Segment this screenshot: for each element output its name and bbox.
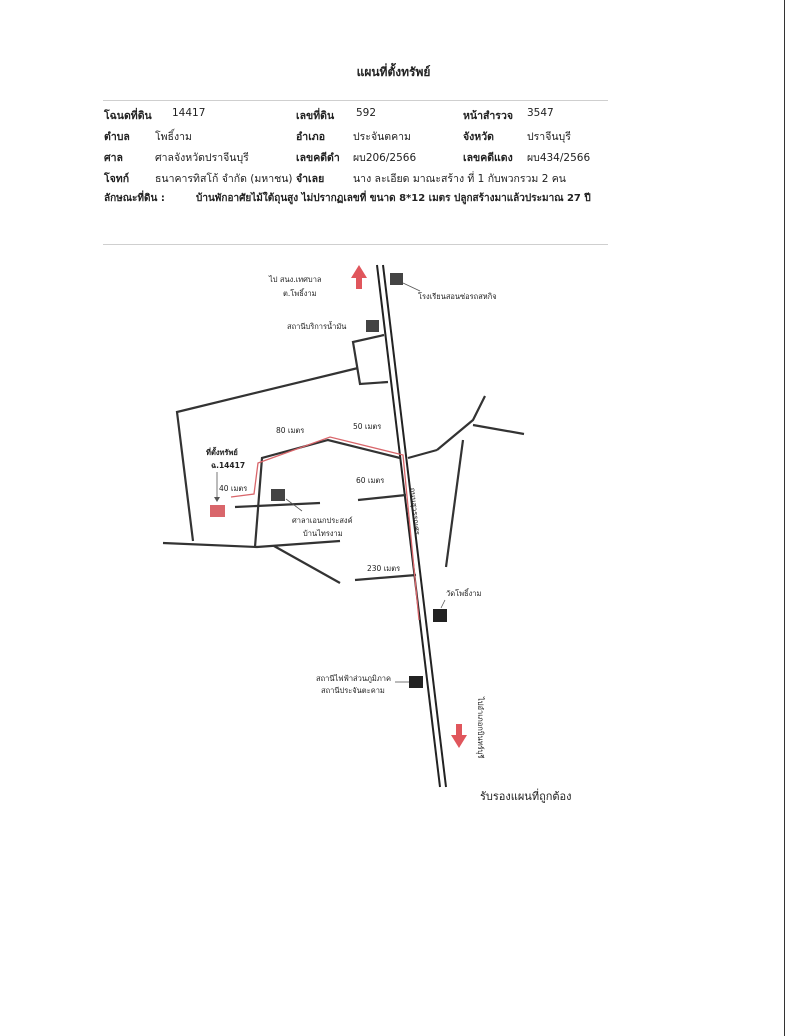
gas-station-marker-icon	[366, 320, 379, 332]
survey-label: หน้าสำรวจ	[463, 110, 513, 122]
court-label: ศาล	[104, 152, 123, 164]
bottom-divider	[103, 244, 608, 245]
red-case-value: ผบ434/2566	[527, 152, 591, 164]
red-case-label: เลขคดีแดง	[463, 152, 513, 164]
tambon-value: โพธิ์งาม	[155, 131, 192, 143]
survey-value: 3547	[527, 107, 554, 119]
label-40m: 40 เมตร	[219, 484, 247, 493]
road-east-3	[472, 423, 525, 436]
highway-line-left	[376, 264, 441, 788]
power-station-marker-icon	[409, 676, 423, 688]
road-west-loop	[175, 366, 359, 542]
label-230m: 230 เมตร	[367, 564, 400, 573]
amphoe-value: ประจันตคาม	[353, 131, 411, 143]
label-hall: ศาลาเอนกประสงค์	[292, 516, 353, 525]
school-marker-icon	[390, 273, 403, 285]
label-to-office-2: ต.โพธิ์งาม	[283, 288, 317, 298]
label-temple: วัดโพธิ์งาม	[446, 588, 482, 598]
court-value: ศาลจังหวัดปราจีนบุรี	[155, 152, 249, 164]
pointer-lines	[216, 282, 446, 683]
property-marker-icon	[210, 505, 225, 517]
side-roads	[162, 333, 525, 584]
arrow-north-icon	[351, 265, 367, 289]
label-property: ที่ตั้งทรัพย์	[206, 446, 238, 457]
label-80m: 80 เมตร	[276, 426, 304, 435]
road-south-west	[162, 539, 341, 549]
road-230m	[354, 573, 417, 582]
road-east-4	[444, 439, 465, 568]
label-60m: 60 เมตร	[356, 476, 384, 485]
tambon-label: ตำบล	[104, 131, 130, 143]
temple-marker-icon	[433, 609, 447, 622]
label-to-kabinburi: ไปอำเภอกบินทร์บุรี	[476, 696, 485, 758]
black-case-value: ผบ206/2566	[353, 152, 417, 164]
road-branch-south	[273, 545, 341, 584]
arrow-south-icon	[451, 724, 467, 748]
page-edge-line	[784, 0, 785, 1036]
land-no-label: เลขที่ดิน	[296, 110, 335, 122]
province-label: จังหวัด	[463, 131, 494, 143]
label-property-deed: ฉ.14417	[211, 461, 245, 470]
highway-line-right	[382, 264, 447, 788]
province-value: ปราจีนบุรี	[527, 131, 571, 143]
road-east-1	[407, 448, 438, 460]
hall-marker-icon	[271, 489, 285, 501]
property-label: ลักษณะที่ดิน :	[104, 193, 165, 204]
road-hall	[234, 501, 321, 509]
certify-text: รับรองแผนที่ถูกต้อง	[480, 790, 572, 803]
road-east-2	[436, 395, 486, 451]
label-gas-station: สถานีบริการน้ำมัน	[287, 321, 346, 331]
amphoe-label: อำเภอ	[296, 131, 326, 143]
defendant-label: จำเลย	[296, 173, 325, 185]
road-gas-loop	[351, 333, 389, 386]
pointer-head-icon	[214, 497, 220, 502]
property-value: บ้านพักอาศัยไม้ใต้ถุนสูง ไม่ปรากฏเลขที่ …	[196, 193, 591, 204]
label-hall-2: บ้านไทรงาม	[303, 529, 343, 538]
label-to-office: ไป สนง.เทศบาล	[268, 275, 322, 284]
plaintiff-label: โจทก์	[104, 173, 130, 185]
black-case-label: เลขคดีดำ	[296, 152, 340, 164]
label-power-station: สถานีไฟฟ้าส่วนภูมิภาค	[316, 674, 391, 683]
label-power-station-2: สถานีประจันตะคาม	[321, 686, 385, 695]
label-school: โรงเรียนสอนซ่อรถสหกิจ	[418, 292, 497, 301]
label-50m: 50 เมตร	[353, 422, 381, 431]
route-to-property	[230, 436, 420, 621]
top-divider	[103, 100, 608, 101]
plaintiff-value: ธนาคารทิสโก้ จำกัด (มหาชน)	[155, 173, 293, 185]
road-60m	[357, 493, 407, 502]
land-no-value: 592	[356, 107, 377, 119]
defendant-value: นาง ละเอียด มาณะสร้าง ที่ 1 กับพวกรวม 2 …	[353, 173, 566, 185]
deed-value: 14417	[172, 107, 206, 119]
page-title: แผนที่ตั้งทรัพย์	[356, 65, 431, 79]
deed-label: โฉนดที่ดิน	[104, 110, 152, 122]
